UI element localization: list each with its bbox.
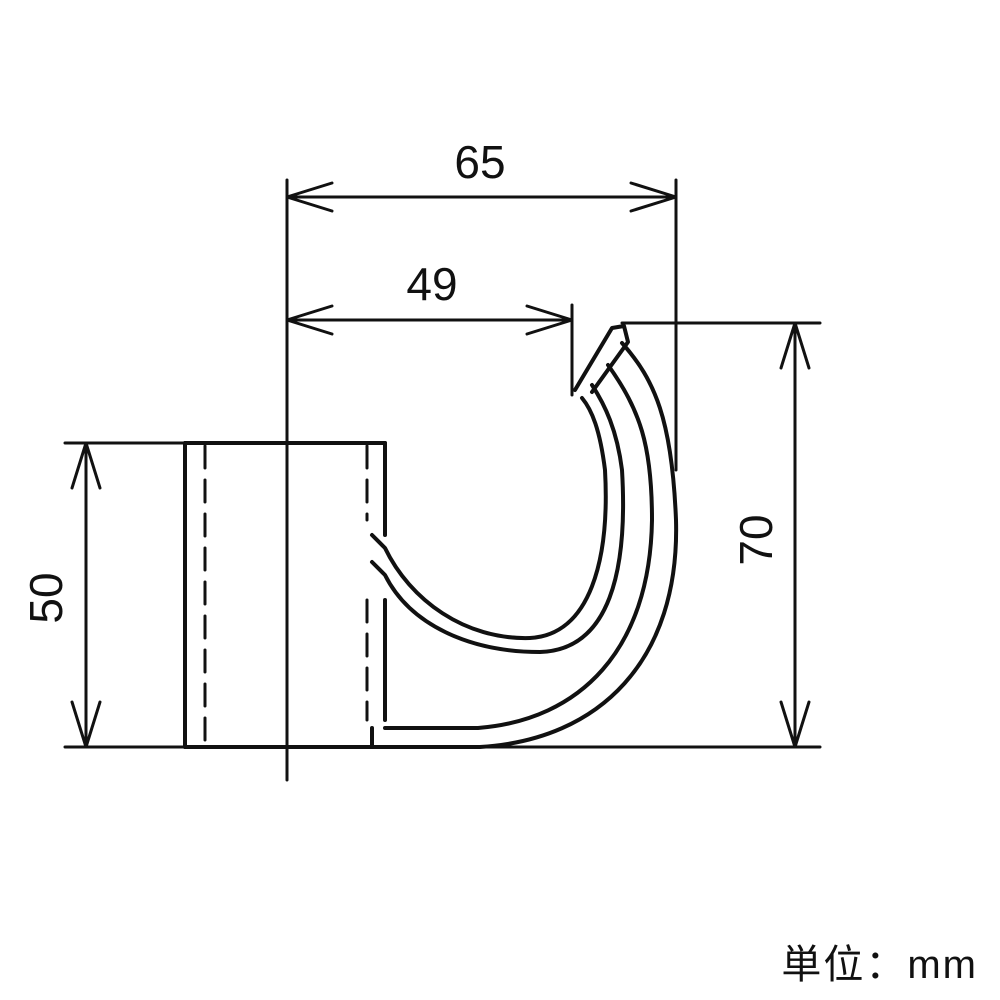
base-block	[183, 441, 387, 749]
hook-outer-curve	[370, 341, 679, 749]
arrow-left-65	[285, 181, 334, 213]
hook-inner-band	[370, 383, 626, 654]
dimension-label-65: 65	[454, 136, 505, 188]
dimension-65: 65	[285, 136, 678, 213]
arrow-right-49	[525, 304, 574, 336]
unit-label: 単位：mm	[781, 943, 978, 987]
arrow-top-50	[70, 441, 102, 490]
dimension-70: 70	[730, 321, 811, 749]
hook-tip	[573, 324, 630, 394]
arrow-bottom-70	[779, 700, 811, 749]
arrow-top-70	[779, 321, 811, 370]
arrow-left-49	[285, 304, 334, 336]
arrow-bottom-50	[70, 700, 102, 749]
dimension-50: 50	[20, 441, 102, 749]
hook-outline	[370, 324, 679, 749]
dimension-label-50: 50	[20, 572, 72, 623]
dimension-label-49: 49	[406, 258, 457, 310]
hook-inner-curve	[370, 396, 608, 641]
dimension-label-70: 70	[730, 514, 782, 565]
arrow-right-65	[629, 181, 678, 213]
dimension-49: 49	[285, 258, 574, 336]
hook-outer-band	[383, 363, 654, 730]
